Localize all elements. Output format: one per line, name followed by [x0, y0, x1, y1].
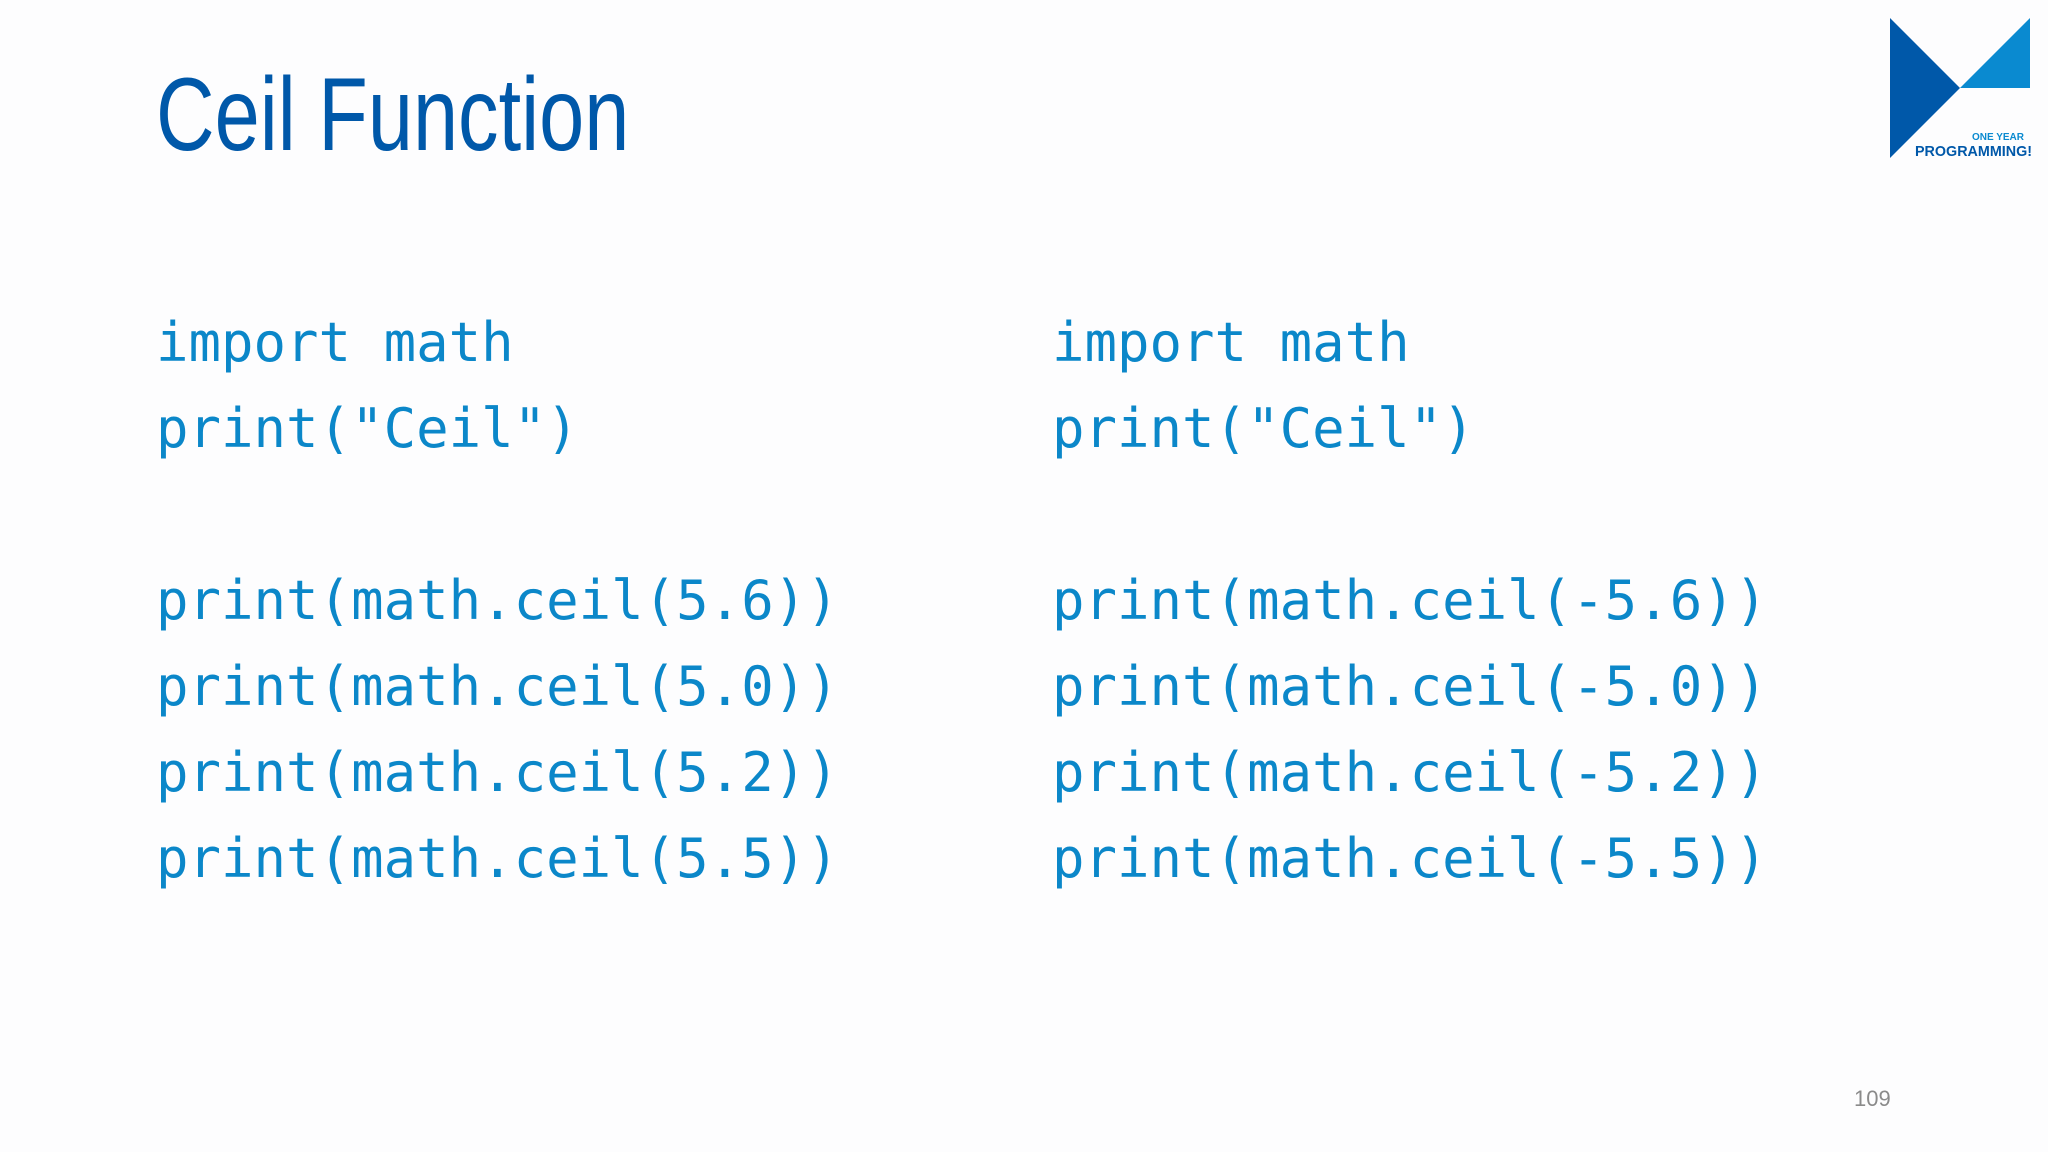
- code-line: import math: [156, 311, 514, 374]
- page-number: 109: [1854, 1086, 1891, 1111]
- code-line: print(math.ceil(5.5)): [156, 827, 839, 890]
- logo-text-one-year: ONE YEAR: [1972, 132, 2025, 143]
- code-line: print(math.ceil(5.0)): [156, 655, 839, 718]
- code-line: print(math.ceil(-5.2)): [1052, 741, 1768, 804]
- code-line: [1052, 472, 1767, 558]
- code-line: print(math.ceil(-5.0)): [1052, 655, 1768, 718]
- code-line: print("Ceil"): [156, 397, 579, 460]
- logo-light-triangle: [1960, 18, 2030, 88]
- code-line: print(math.ceil(5.6)): [156, 569, 839, 632]
- code-line: [156, 472, 839, 558]
- code-line: print("Ceil"): [1052, 397, 1475, 460]
- code-block-right: import math print("Ceil") print(math.cei…: [1052, 300, 1767, 902]
- code-line: print(math.ceil(-5.6)): [1052, 569, 1768, 632]
- code-line: print(math.ceil(-5.5)): [1052, 827, 1768, 890]
- logo-text-programming: PROGRAMMING!: [1915, 143, 2032, 160]
- one-year-programming-logo: ONE YEAR PROGRAMMING!: [1890, 18, 2032, 160]
- logo-dark-triangle: [1890, 18, 1960, 158]
- slide-title: Ceil Function: [156, 57, 630, 173]
- code-line: print(math.ceil(5.2)): [156, 741, 839, 804]
- code-block-left: import math print("Ceil") print(math.cei…: [156, 300, 839, 902]
- code-line: import math: [1052, 311, 1410, 374]
